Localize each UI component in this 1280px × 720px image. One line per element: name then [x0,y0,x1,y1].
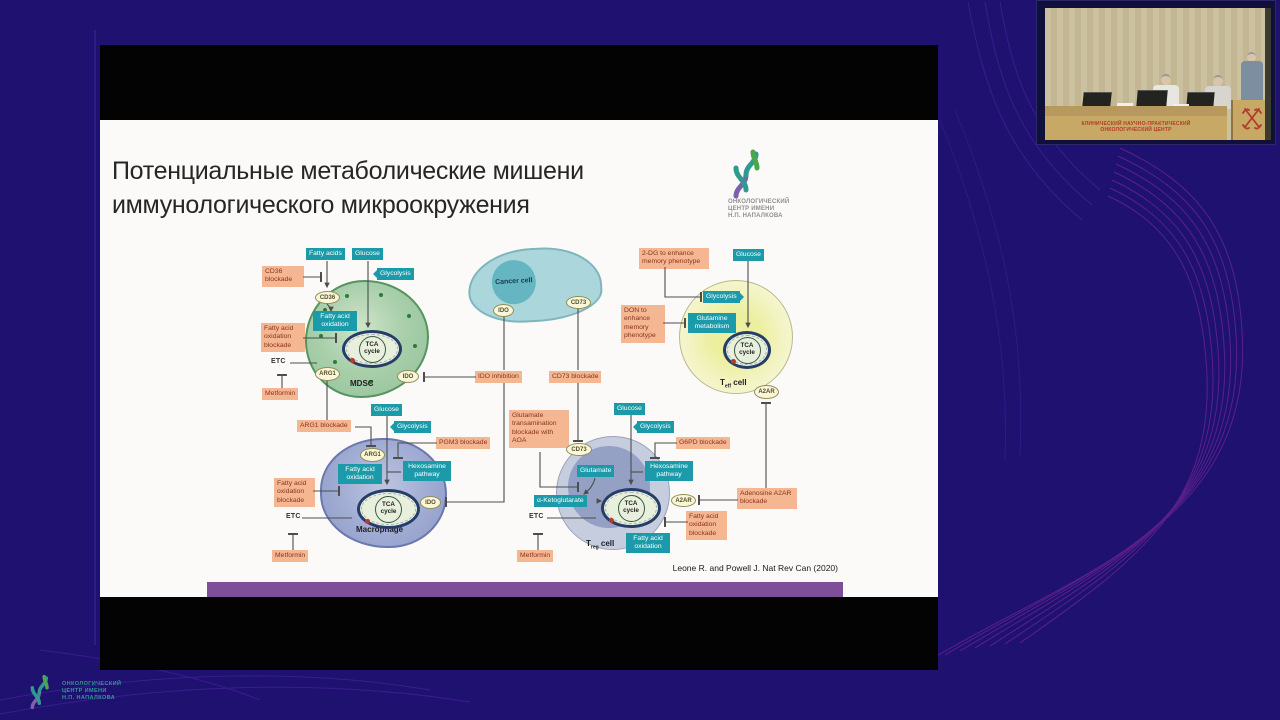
label-alpha-ketoglutarate: α-Ketoglutarate [534,495,587,508]
label-glycolysis-treg: Glycolysis [633,421,674,434]
label-glycolysis-macrophage: Glycolysis [390,421,431,434]
banner-line2: ОНКОЛОГИЧЕСКИЙ ЦЕНТР [1100,127,1172,133]
letterbox-bottom [100,597,938,670]
macrophage-mitochondrion: TCA cycle [357,489,420,529]
oncology-center-logo-text: ОНКОЛОГИЧЕСКИЙ ЦЕНТР ИМЕНИ Н.П. НАПАЛКОВ… [728,199,790,219]
macrophage-label: Macrophage [356,525,404,534]
label-glycolysis-teff: Glycolysis [703,291,744,304]
label-metformin-macrophage: Metformin [272,550,309,563]
laptop [1186,92,1215,107]
label-fao-treg: Fatty acid oxidation [626,533,670,554]
cd73-treg: CD73 [566,443,592,456]
footer-logo [26,674,54,715]
ido-mdsc: IDO [397,370,419,383]
cd73-cancer: CD73 [566,296,591,309]
slide-title-line1: Потенциальные метаболические мишени [112,157,584,185]
mdsc-cell: TCA cycle [305,280,429,398]
citation: Leone R. and Powell J. Nat Rev Can (2020… [672,563,838,573]
etc-treg: ETC [529,513,544,520]
presentation-video-area: Потенциальные метаболические мишени имму… [100,45,938,670]
mdsc-mitochondrion: TCA cycle [342,330,402,368]
name-plate [1117,103,1133,107]
crossed-anchors-emblem [1242,108,1262,130]
teff-tca-cycle: TCA cycle [733,336,761,364]
treg-mitochondrion: TCA cycle [601,488,661,528]
label-cd36-blockade: CD36 blockade [262,266,304,287]
standing-person-body [1241,61,1263,106]
letterbox-top [100,45,938,120]
label-fatty-acids: Fatty acids [306,248,345,261]
teff-mitochondrion: TCA cycle [723,331,771,369]
label-ido-inhibition: IDO inhibition [475,371,522,384]
macrophage-tca-cycle: TCA cycle [375,495,402,523]
arg1-mdsc: ARG1 [315,367,340,381]
slide-footer-bar [207,582,843,597]
slide-title: Потенциальные метаболические мишени имму… [112,154,584,222]
treg-cell: TCA cycle [556,436,670,550]
footer-logo-text: ОНКОЛОГИЧЕСКИЙ ЦЕНТР ИМЕНИ Н.П. НАПАЛКОВ… [62,681,122,701]
label-g6pd-blockade: G6PD blockade [676,437,730,450]
label-glutamate: Glutamate [577,465,615,478]
label-glucose-mdsc: Glucose [352,248,383,261]
webcam-video: КЛИНИЧЕСКИЙ НАУЧНО-ПРАКТИЧЕСКИЙ ОНКОЛОГИ… [1045,8,1271,140]
label-fao-blockade-treg: Fatty acid oxidation blockade [686,511,727,541]
label-glutamate-transamination: Glutamate transamination blockade with A… [509,410,569,448]
a2ar-teff: A2AR [754,385,779,399]
slide-title-line2: иммунологического микроокружения [112,191,530,219]
footer-logo-icon [30,674,49,710]
label-fao-mdsc: Fatty acid oxidation [313,311,357,332]
laptop [1136,90,1168,107]
banner-line1: КЛИНИЧЕСКИЙ НАУЧНО-ПРАКТИЧЕСКИЙ [1081,121,1191,127]
cancer-cell: Cancer cell [466,244,604,326]
label-glucose-macrophage: Glucose [371,404,402,417]
treg-label: Treg cell [586,539,615,551]
cd36-receptor: CD36 [315,291,340,304]
label-glucose-treg: Glucose [614,403,645,416]
ido-cancer: IDO [493,304,514,317]
webcam-feed: КЛИНИЧЕСКИЙ НАУЧНО-ПРАКТИЧЕСКИЙ ОНКОЛОГИ… [1036,0,1276,145]
label-fao-blockade-mdsc: Fatty acid oxidation blockade [261,323,305,353]
arg1-macrophage: ARG1 [360,448,385,462]
mdsc-tca-cycle: TCA cycle [358,335,386,363]
conference-table [1045,106,1227,116]
label-glucose-teff: Glucose [733,249,764,262]
podium [1231,100,1271,140]
cancer-cell-label: Cancer cell [490,258,537,306]
oncology-center-logo-icon [733,149,760,199]
teff-cell: TCA cycle [679,280,793,394]
etc-macrophage: ETC [286,513,301,520]
treg-tca-cycle: TCA cycle [617,494,645,522]
mdsc-label: MDSC [350,379,374,388]
label-fao-blockade-macrophage: Fatty acid oxidation blockade [274,478,315,508]
label-hexosamine-macrophage: Hexosamine pathway [403,461,451,482]
slide: Потенциальные метаболические мишени имму… [100,120,938,597]
speaker-head [1161,74,1171,85]
label-glycolysis-mdsc: Glycolysis [373,268,414,281]
label-fao-macrophage: Fatty acid oxidation [338,464,382,485]
label-cd73-blockade: CD73 blockade [549,371,602,384]
laptop [1082,92,1112,107]
left-accent-line [94,30,96,645]
label-glutamine-metabolism: Glutamine metabolism [688,313,736,334]
label-pgm3-blockade: PGM3 blockade [436,437,491,450]
label-hexosamine-treg: Hexosamine pathway [645,461,693,482]
etc-mdsc: ETC [271,358,286,365]
label-adenosine-a2ar-blockade: Adenosine A2AR blockade [737,488,797,509]
label-don-enhance: DON to enhance memory phenotype [621,305,665,343]
ido-macrophage: IDO [420,496,441,509]
label-metformin-mdsc: Metformin [262,388,299,401]
teff-label: Teff cell [720,378,747,390]
table-front-banner: КЛИНИЧЕСКИЙ НАУЧНО-ПРАКТИЧЕСКИЙ ОНКОЛОГИ… [1045,116,1227,140]
a2ar-treg: A2AR [671,494,696,507]
webcam-right-shadow [1265,8,1271,140]
label-2dg-enhance: 2-DG to enhance memory phenotype [639,248,709,269]
speaker-head [1213,75,1223,86]
standing-person-head [1247,52,1256,62]
label-metformin-treg: Metformin [517,550,554,563]
label-arg1-blockade: ARG1 blockade [297,420,351,433]
